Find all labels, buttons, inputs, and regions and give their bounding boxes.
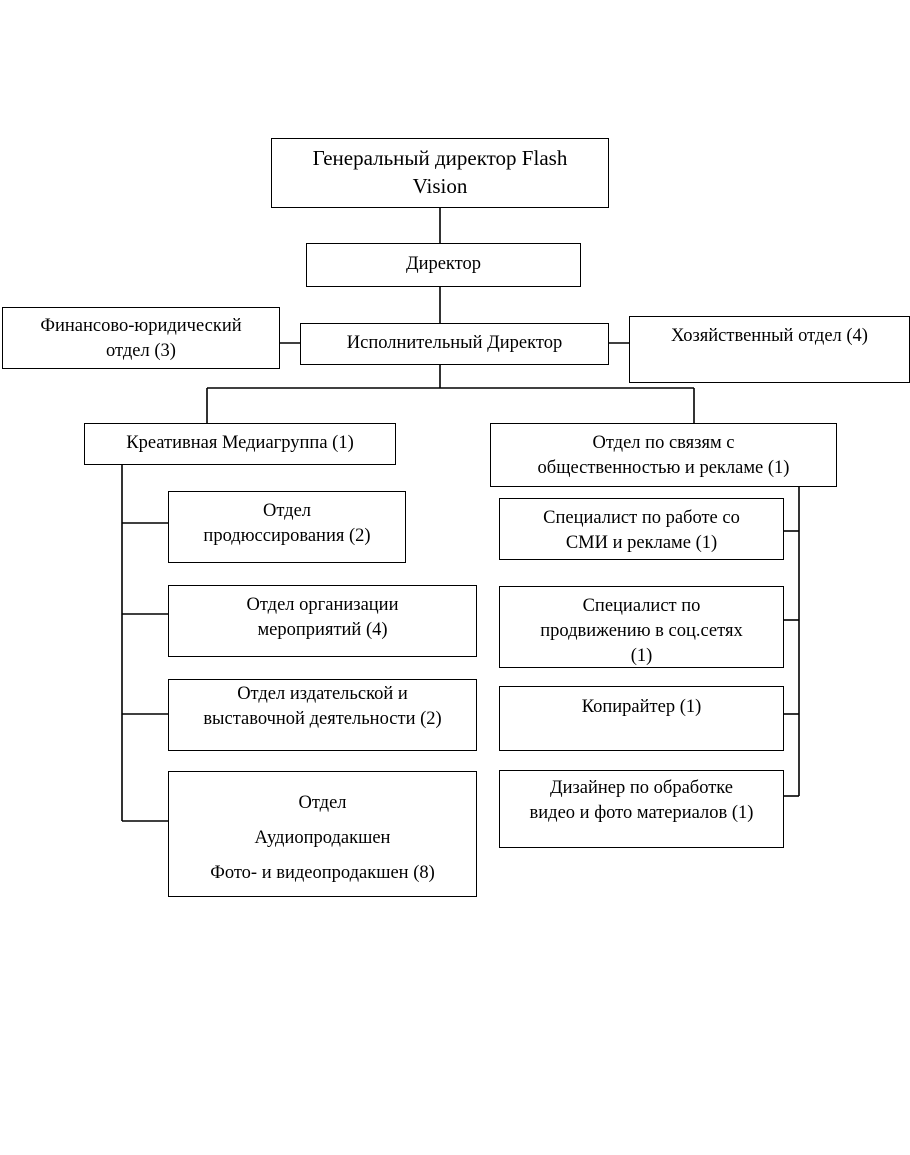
node-label: Аудиопродакшен <box>254 828 391 848</box>
node-label: видео и фото материалов (1) <box>529 803 754 823</box>
node-label: Отдел <box>262 501 312 521</box>
node-label: Копирайтер (1) <box>581 697 702 717</box>
node-household-department: Хозяйственный отдел (4) <box>629 316 910 383</box>
node-copywriter: Копирайтер (1) <box>499 686 784 751</box>
node-label: отдел (3) <box>106 341 176 361</box>
node-label: Отдел <box>298 793 347 813</box>
node-media-designer: Дизайнер по обработке видео и фото матер… <box>499 770 784 848</box>
node-label: СМИ и рекламе (1) <box>565 533 718 553</box>
node-label: Дизайнер по обработке <box>549 778 734 798</box>
node-label: Исполнительный Директор <box>346 333 563 353</box>
node-label: Директор <box>405 254 482 274</box>
node-label: Vision <box>412 174 468 198</box>
node-director: Директор <box>306 243 581 287</box>
node-executive-director: Исполнительный Директор <box>300 323 609 365</box>
node-label: Финансово-юридический <box>40 316 242 336</box>
node-production-department: Отдел продюссирования (2) <box>168 491 406 563</box>
node-label: Отдел издательской и <box>237 684 408 704</box>
node-label: общественностью и рекламе (1) <box>537 458 790 478</box>
node-label: Специалист по <box>582 596 701 616</box>
node-label: Генеральный директор Flash <box>312 146 568 170</box>
node-label: продюссирования (2) <box>203 526 371 546</box>
node-label: продвижению в соц.сетях <box>540 621 743 641</box>
node-creative-mediagroup: Креативная Медиагруппа (1) <box>84 423 396 465</box>
node-label: выставочной деятельности (2) <box>203 709 442 729</box>
node-label: (1) <box>630 646 653 666</box>
node-pr-department: Отдел по связям с общественностью и рекл… <box>490 423 837 487</box>
node-label: Специалист по работе со <box>543 508 740 528</box>
node-label: Отдел по связям с <box>592 433 735 453</box>
node-finance-legal: Финансово-юридический отдел (3) <box>2 307 280 369</box>
node-label: Хозяйственный отдел (4) <box>671 326 868 346</box>
node-general-director: Генеральный директор Flash Vision <box>271 138 609 208</box>
node-media-specialist: Специалист по работе со СМИ и рекламе (1… <box>499 498 784 560</box>
node-audio-video-production: Отдел Аудиопродакшен Фото- и видеопродак… <box>168 771 477 897</box>
node-publishing-department: Отдел издательской и выставочной деятель… <box>168 679 477 751</box>
node-label: мероприятий (4) <box>257 620 388 640</box>
node-social-media-specialist: Специалист по продвижению в соц.сетях (1… <box>499 586 784 668</box>
node-events-department: Отдел организации мероприятий (4) <box>168 585 477 657</box>
node-label: Креативная Медиагруппа (1) <box>126 433 354 453</box>
node-label: Отдел организации <box>246 595 399 615</box>
node-label: Фото- и видеопродакшен (8) <box>210 863 435 883</box>
